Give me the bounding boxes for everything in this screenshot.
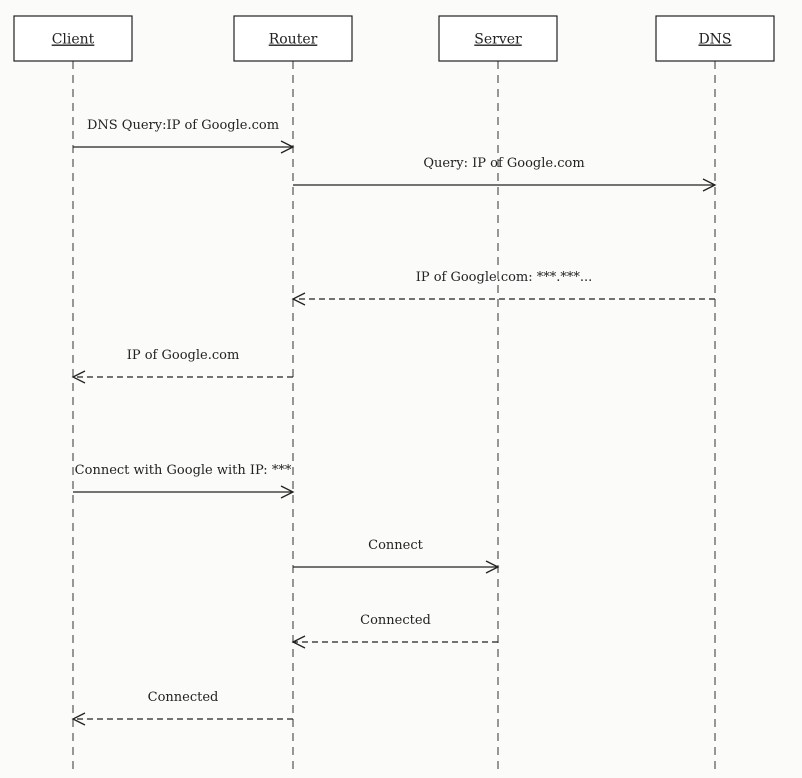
actor-client: Client [13,15,133,62]
message-4: IP of Google.com [71,348,293,384]
arrow-head [280,485,295,499]
message-label: Query: IP of Google.com [423,156,584,171]
actor-box-server [438,15,558,62]
actor-box-dns [655,15,775,62]
actor-label-dns: DNS [698,32,731,48]
message-label: IP of Google.com: ***.***... [416,270,593,285]
arrow-head [485,560,500,574]
message-1: DNS Query:IP of Google.com [73,118,295,154]
arrow-head [702,178,717,192]
message-label: Connect [368,538,423,553]
arrow-head [71,370,86,384]
message-3: IP of Google.com: ***.***... [291,270,715,306]
actor-box-client [13,15,133,62]
message-2: Query: IP of Google.com [293,156,717,192]
actors: Client Router Server DNS [13,15,775,62]
message-label: DNS Query:IP of Google.com [87,118,279,133]
message-5: Connect with Google with IP: *** [73,463,295,499]
message-7: Connected [291,613,498,649]
lifelines [72,61,716,770]
message-label: IP of Google.com [127,348,240,363]
actor-server: Server [438,15,558,62]
arrow-head [280,140,295,154]
message-label: Connect with Google with IP: *** [75,463,292,478]
message-6: Connect [293,538,500,574]
actor-label-server: Server [474,32,522,48]
arrow-head [291,292,306,306]
message-label: Connected [148,690,219,705]
actor-box-router [233,15,353,62]
actor-dns: DNS [655,15,775,62]
actor-label-client: Client [52,32,95,48]
arrow-head [71,712,86,726]
actor-router: Router [233,15,353,62]
message-8: Connected [71,690,293,726]
message-label: Connected [360,613,431,628]
arrow-head [291,635,306,649]
actor-label-router: Router [269,32,318,48]
